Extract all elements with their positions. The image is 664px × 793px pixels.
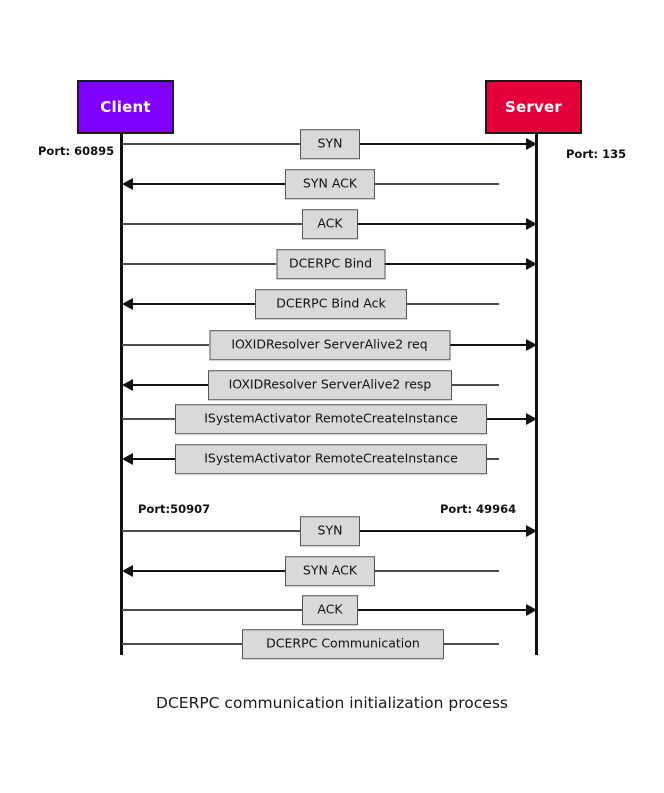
message-line [360, 530, 528, 532]
arrowhead-right-icon [526, 339, 537, 351]
arrowhead-right-icon [526, 138, 537, 150]
message-label: IOXIDResolver ServerAlive2 resp [208, 370, 452, 400]
message-line [452, 384, 499, 386]
message-line [358, 223, 528, 225]
message-label: DCERPC Bind [276, 249, 385, 279]
arrowhead-right-icon [526, 604, 537, 616]
message-line [122, 609, 302, 611]
message-line [407, 303, 499, 305]
message-line [133, 303, 255, 305]
message-line [487, 458, 499, 460]
arrowhead-right-icon [526, 525, 537, 537]
message-label: SYN ACK [285, 556, 375, 586]
message-label: IOXIDResolver ServerAlive2 req [209, 330, 450, 360]
message-line [122, 418, 175, 420]
message-line [133, 384, 208, 386]
actor-label-server: Server [505, 98, 562, 116]
message-line [133, 570, 285, 572]
arrowhead-left-icon [122, 379, 133, 391]
message-line [133, 458, 175, 460]
message-line [385, 263, 528, 265]
actor-box-server: Server [485, 80, 582, 134]
port-label-client-1: Port: 60895 [38, 144, 115, 158]
port-label-client-2: Port:50907 [138, 502, 211, 516]
message-label: DCERPC Communication [242, 629, 444, 659]
message-line [375, 570, 499, 572]
actor-label-client: Client [100, 98, 151, 116]
message-label: ISystemActivator RemoteCreateInstance [175, 444, 487, 474]
diagram-caption: DCERPC communication initialization proc… [156, 694, 508, 712]
arrowhead-left-icon [122, 453, 133, 465]
message-label: SYN ACK [285, 169, 375, 199]
message-line [122, 223, 302, 225]
arrowhead-left-icon [122, 565, 133, 577]
message-label: ACK [302, 595, 358, 625]
message-line [450, 344, 528, 346]
arrowhead-left-icon [122, 298, 133, 310]
message-line [122, 344, 209, 346]
message-line [122, 530, 300, 532]
message-label: ISystemActivator RemoteCreateInstance [175, 404, 487, 434]
message-label: ACK [302, 209, 358, 239]
arrowhead-right-icon [526, 218, 537, 230]
message-line [360, 143, 528, 145]
message-label: SYN [300, 516, 360, 546]
message-line [133, 183, 285, 185]
message-line [375, 183, 499, 185]
message-line [122, 143, 300, 145]
message-label: DCERPC Bind Ack [255, 289, 407, 319]
arrowhead-left-icon [122, 178, 133, 190]
message-line [487, 418, 528, 420]
message-line [122, 263, 276, 265]
message-line [358, 609, 528, 611]
port-label-server-1: Port: 135 [566, 147, 627, 161]
lifeline-client [120, 134, 123, 655]
actor-box-client: Client [77, 80, 174, 134]
port-label-server-2: Port: 49964 [440, 502, 517, 516]
message-line [122, 643, 242, 645]
arrowhead-right-icon [526, 258, 537, 270]
arrowhead-right-icon [526, 413, 537, 425]
lifeline-server [535, 134, 538, 655]
message-label: SYN [300, 129, 360, 159]
message-line [444, 643, 499, 645]
